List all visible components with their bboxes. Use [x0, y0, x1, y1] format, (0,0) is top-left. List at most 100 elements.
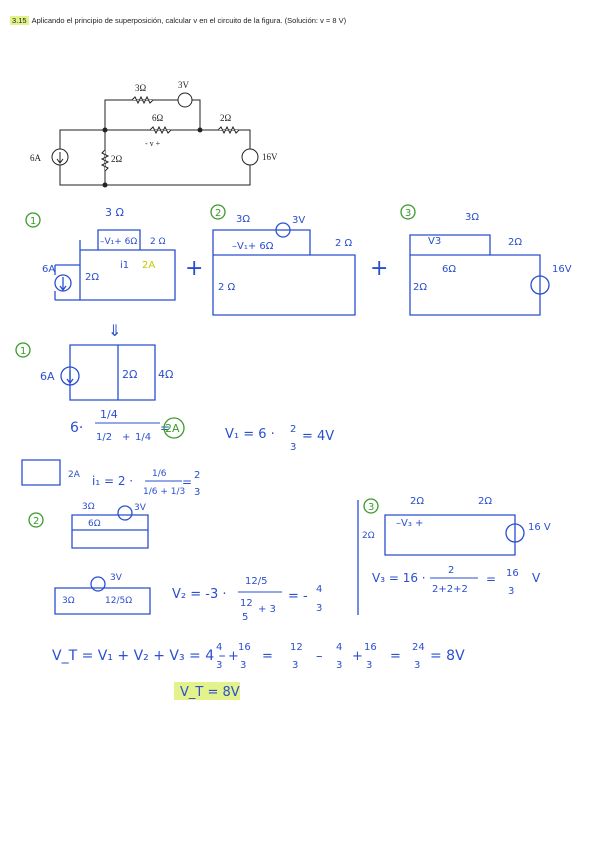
v3-unit: V	[532, 571, 541, 585]
i1-res-den: 3	[194, 487, 200, 498]
s3b-label: 3	[368, 502, 374, 513]
final-f2d: 3	[240, 660, 246, 671]
s2b-r-mid: 6Ω	[88, 519, 101, 529]
v2-den-b: 5	[242, 612, 248, 623]
s2b-eq-r2: 12/5Ω	[105, 596, 132, 606]
eq1-result: 2A	[165, 422, 180, 435]
green-markers	[15, 204, 416, 528]
final-f6d: 3	[414, 660, 420, 671]
s3b-r1: 2Ω	[410, 496, 424, 507]
fig-r-left: 2Ω	[111, 154, 123, 164]
final-f5n: 16	[364, 642, 377, 653]
problem-number: 3.15	[10, 16, 29, 25]
final-plus2: +	[352, 649, 363, 664]
final-lead: V_T = V₁ + V₂ + V₃ = 4 –	[52, 648, 226, 664]
final-f1n: 4	[216, 642, 222, 653]
s1-r-left: 2Ω	[85, 272, 99, 283]
v3-lead: V₃ = 16 ·	[372, 571, 426, 585]
final-minus: –	[316, 649, 323, 664]
i1-lead: i₁ = 2 ·	[92, 474, 133, 488]
eq1-den3: 1/4	[135, 432, 151, 443]
final-f2n: 16	[238, 642, 251, 653]
eq1-num: 1/4	[100, 408, 118, 421]
simp-r2: 4Ω	[158, 368, 173, 381]
v2-num: 12/5	[245, 576, 267, 587]
eq1-v1: V₁ = 6 ·	[225, 427, 275, 442]
s3b-v3: –V₃ +	[396, 518, 423, 529]
v2-res-den: 3	[316, 603, 322, 614]
fig-r-mid: 6Ω	[152, 113, 164, 123]
fig-r-right: 2Ω	[220, 113, 232, 123]
s3-r-right: 2Ω	[508, 237, 522, 248]
fig-v-label: - v +	[145, 139, 161, 148]
eq1-lead: 6·	[70, 420, 83, 436]
s2b-label: 2	[33, 516, 39, 527]
final-res: = 8V	[430, 648, 465, 664]
v3-num: 2	[448, 565, 454, 576]
i1-src: 2A	[68, 470, 81, 480]
circuit-figure	[51, 92, 259, 188]
final-f1d: 3	[216, 660, 222, 671]
i1-eq: =	[182, 475, 192, 489]
fig-src-current: 6A	[30, 153, 42, 163]
final-boxed: V_T = 8V	[180, 685, 240, 700]
s2-r-right: 2 Ω	[335, 238, 353, 249]
s3b-r2: 2Ω	[478, 496, 492, 507]
s3-src: 16V	[552, 264, 572, 275]
fig-r-top: 3Ω	[135, 83, 147, 93]
v2-res-num: 4	[316, 584, 322, 595]
problem-text: Aplicando el principio de superposición,…	[31, 16, 347, 25]
i1-den: 1/6 + 1/3	[143, 487, 185, 497]
s2-v1: –V₁+ 6Ω	[232, 241, 274, 252]
final-eq2: =	[390, 649, 401, 664]
s2-r-left: 2 Ω	[218, 282, 236, 293]
final-f4n: 4	[336, 642, 342, 653]
s3b-src: 16 V	[528, 522, 551, 533]
v2-eq: = -	[288, 589, 308, 604]
figure-labels: 3Ω 3V 6Ω 2Ω 2Ω 6A 16V - v +	[30, 80, 278, 164]
plus-1: +	[185, 256, 203, 281]
i1-num: 1/6	[152, 469, 167, 479]
v3-den: 2+2+2	[432, 584, 468, 595]
s3-v3: V3	[428, 236, 441, 247]
s1-i1-value: 2A	[142, 260, 155, 271]
s2b-src: 3V	[134, 503, 147, 513]
s2-label: 2	[215, 208, 221, 219]
v3-res-num: 16	[506, 568, 519, 579]
step-circuits	[21, 222, 550, 615]
final-eq1: =	[262, 649, 273, 664]
s1-v1: –V₁+ 6Ω	[100, 237, 137, 247]
i1-res-num: 2	[194, 470, 200, 481]
final-highlight	[174, 682, 240, 700]
s1-label: 1	[30, 216, 36, 227]
v2-den-a: 12	[240, 598, 253, 609]
eq1-den1: 1/2	[96, 432, 112, 443]
final-f3d: 3	[292, 660, 298, 671]
s3b-r-left: 2Ω	[362, 531, 375, 541]
s1-i1: i1	[120, 260, 129, 271]
green-labels: 1 2 3 1 2 3 2A	[20, 208, 411, 527]
fig-src-voltage: 16V	[262, 152, 278, 162]
eq1-v1-res: = 4V	[302, 429, 334, 444]
v2-den-c: + 3	[258, 604, 276, 615]
final-f4d: 3	[336, 660, 342, 671]
s2-r-top: 3Ω	[236, 214, 250, 225]
arrow-down: ⇓	[108, 321, 121, 340]
s3-label: 3	[405, 208, 411, 219]
s3-r-top: 3Ω	[465, 212, 479, 223]
v3-res-den: 3	[508, 586, 514, 597]
final-f3n: 12	[290, 642, 303, 653]
final-f5d: 3	[366, 660, 372, 671]
s3-r-left: 2Ω	[413, 282, 427, 293]
eq1-v1-den: 3	[290, 442, 296, 453]
s1-src: 6A	[42, 264, 55, 275]
final-f6n: 24	[412, 642, 425, 653]
s2b-eq-src: 3V	[110, 573, 123, 583]
v3-eq: =	[486, 572, 496, 586]
fig-src-top: 3V	[178, 80, 190, 90]
s2-src: 3V	[292, 215, 305, 226]
simp-r1: 2Ω	[122, 368, 137, 381]
step-labels: 3 Ω –V₁+ 6Ω 2 Ω i1 6A 2Ω 3Ω 3V –V₁+ 6Ω 2…	[40, 206, 572, 700]
